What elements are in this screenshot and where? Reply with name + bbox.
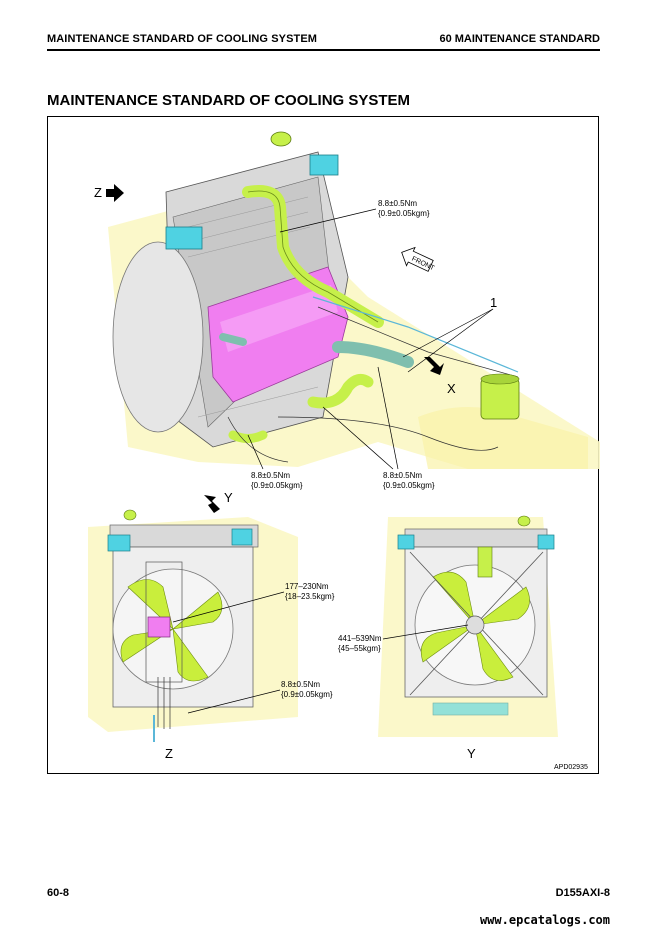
torque-hub-line1: 441–539Nm <box>338 634 382 643</box>
torque-lower-right-line2: {0.9±0.05kgm} <box>383 481 435 490</box>
view-z-arrow-icon <box>106 184 124 202</box>
view-y: 441–539Nm {45–55kgm} Y <box>338 515 558 761</box>
header-rule <box>47 49 600 51</box>
view-y-arrow-icon <box>204 495 220 513</box>
figure-frame: FRONT Z X 1 8.8±0.5Nm {0.9±0.05kgm} 8.8±… <box>47 116 600 774</box>
view-z: Y 177–230Nm {18–23.5kgm} 8.8±0.5Nm {0.9±… <box>88 490 335 761</box>
part-number-1: 1 <box>490 295 497 310</box>
torque-upper-line2: {0.9±0.05kgm} <box>378 209 430 218</box>
view-y-arrow-label: Y <box>224 490 233 505</box>
torque-upper-line1: 8.8±0.5Nm <box>378 199 417 208</box>
torque-hub-line2: {45–55kgm} <box>338 644 381 653</box>
view-x-arrow-label: X <box>447 381 456 396</box>
torque-lower-left-line2: {0.9±0.05kgm} <box>251 481 303 490</box>
page-number: 60-8 <box>47 887 70 899</box>
view-y-caption: Y <box>467 746 476 761</box>
model-number: D155AXI-8 <box>555 887 610 899</box>
view-z-caption: Z <box>165 746 173 761</box>
torque-lower-right-line1: 8.8±0.5Nm <box>383 471 422 480</box>
torque-clamp-line1: 8.8±0.5Nm <box>281 680 320 689</box>
torque-fan-mount-line2: {18–23.5kgm} <box>285 592 335 601</box>
cooling-system-illustration: FRONT Z X 1 8.8±0.5Nm {0.9±0.05kgm} 8.8±… <box>88 131 600 771</box>
torque-clamp-line2: {0.9±0.05kgm} <box>281 690 333 699</box>
torque-lower-left-line1: 8.8±0.5Nm <box>251 471 290 480</box>
top-view: FRONT Z X 1 8.8±0.5Nm {0.9±0.05kgm} 8.8±… <box>94 131 600 490</box>
view-x-arrow-icon <box>424 357 444 375</box>
torque-fan-mount-line1: 177–230Nm <box>285 582 329 591</box>
drawing-code: APD02935 <box>554 764 588 771</box>
view-z-arrow-label: Z <box>94 185 102 200</box>
page-title: MAINTENANCE STANDARD OF COOLING SYSTEM <box>47 92 411 109</box>
running-header-right: 60 MAINTENANCE STANDARD <box>439 33 600 45</box>
website-link[interactable]: www.epcatalogs.com <box>479 913 610 927</box>
running-header-left: MAINTENANCE STANDARD OF COOLING SYSTEM <box>47 33 318 45</box>
